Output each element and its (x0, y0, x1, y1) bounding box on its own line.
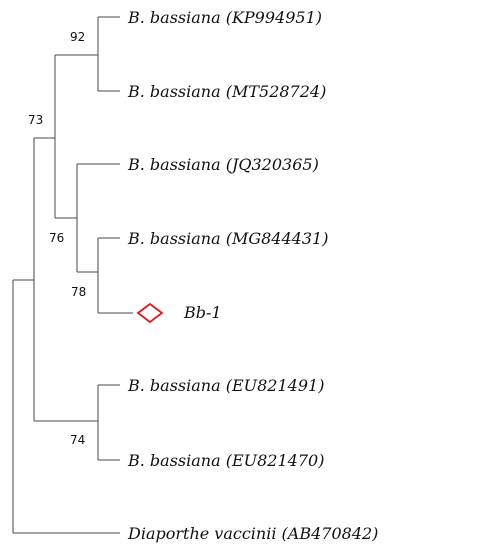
support-label-n76: 76 (49, 231, 64, 245)
taxon-label-highlight: Bb-1 (183, 303, 222, 322)
taxon-label: B. bassiana (EU821470) (127, 451, 324, 470)
support-label-n74: 74 (70, 433, 85, 447)
taxon-label: B. bassiana (MG844431) (127, 229, 328, 248)
support-label-n92: 92 (70, 30, 85, 44)
support-label-n78: 78 (71, 285, 86, 299)
taxon-label: B. bassiana (KP994951) (127, 8, 322, 27)
diamond-marker-icon (136, 302, 164, 324)
taxon-label: B. bassiana (MT528724) (127, 82, 326, 101)
taxon-label-outgroup: Diaporthe vaccinii (AB470842) (127, 524, 378, 543)
taxon-label: B. bassiana (JQ320365) (127, 155, 319, 174)
taxon-label: B. bassiana (EU821491) (127, 376, 324, 395)
support-label-n73: 73 (28, 113, 43, 127)
